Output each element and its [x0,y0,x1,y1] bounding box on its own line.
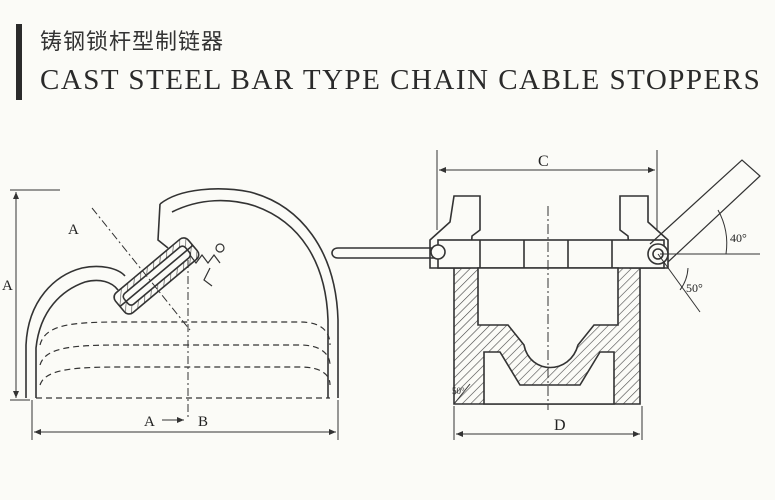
label-height-a: A [2,278,13,294]
label-dim-c: C [538,153,549,170]
pin-lanyard [189,243,225,287]
stopper-left-inner [35,279,119,398]
locking-bar [113,237,200,315]
locking-bar-front [437,239,665,269]
label-width-a: A [144,414,155,430]
label-width-b: B [198,414,208,430]
arc-40 [717,209,728,255]
title-chinese: 铸钢锁杆型制链器 [40,30,225,55]
chain-links-dashed [36,321,331,399]
title-block: 铸钢锁杆型制链器 CAST STEEL BAR TYPE CHAIN CABLE… [14,20,774,104]
stopper-inner-arc [171,199,329,398]
label-angle-40: 40° [730,231,747,245]
title-accent-bar [16,24,22,100]
title-english: CAST STEEL BAR TYPE CHAIN CABLE STOPPERS [40,64,762,96]
label-angle-50-left: 50° [452,386,465,396]
label-section-a: A [68,222,79,238]
lever-arm [157,203,169,249]
side-view [10,188,339,440]
section-line-a [91,207,191,331]
label-angle-50-right: 50° [686,281,703,295]
bar-handle [331,247,438,259]
front-view [331,150,761,440]
label-dim-d: D [554,417,566,434]
stopper-left-body [25,265,126,398]
raised-bar-outline [649,159,761,263]
stopper-outer-arc [159,188,339,398]
arc-50-right [679,267,689,291]
left-pin [430,244,446,260]
